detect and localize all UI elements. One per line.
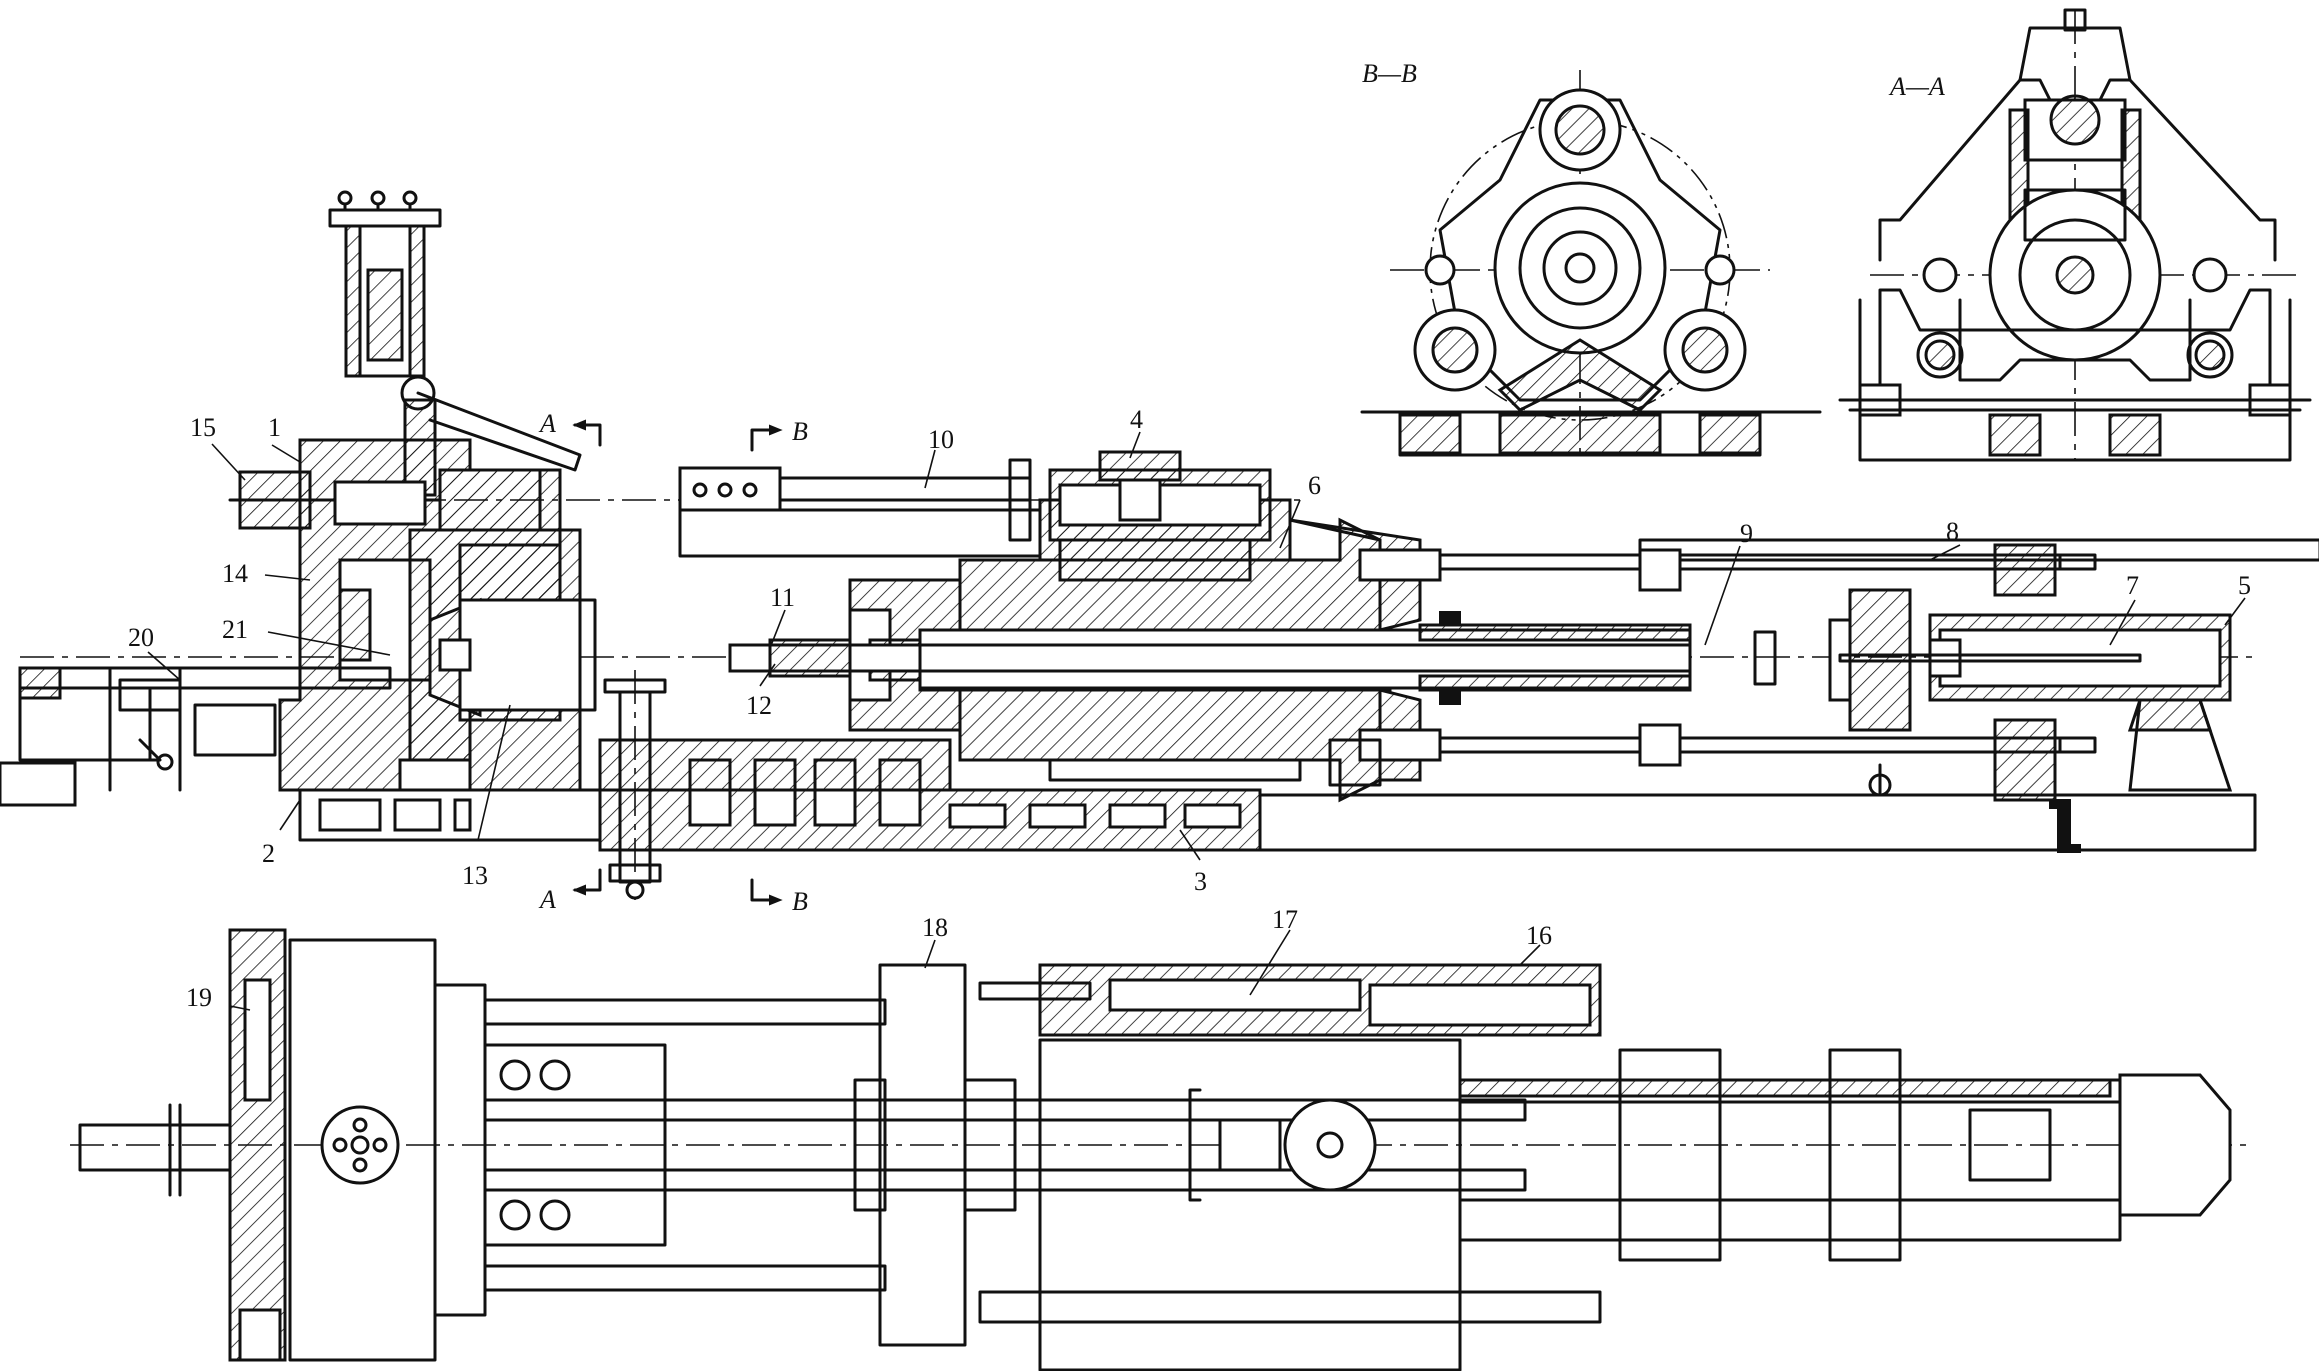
main-section-view: A A B B [0,190,2319,916]
label-18: 18 [922,913,948,942]
section-aa-title: A—A [1888,72,1945,101]
section-aa-view: A—A [1838,8,2312,462]
section-bb-view: B—B [1360,59,1822,457]
label-9: 9 [1740,519,1753,548]
label-11: 11 [770,583,795,612]
label-3: 3 [1194,867,1207,896]
section-a-bottom-label: A [538,885,556,914]
vertical-stop [603,670,667,900]
label-6: 6 [1308,471,1321,500]
label-5: 5 [2238,571,2251,600]
label-14: 14 [222,559,248,588]
label-21: 21 [222,615,248,644]
upper-rod-cylinder [678,450,1272,582]
part-labels: 1 2 3 4 5 6 7 8 9 10 11 12 13 14 15 16 1 [128,405,2251,1012]
feed-device [0,666,392,807]
mandrel-ram [728,611,1692,705]
section-b-bottom-label: B [792,887,808,916]
plan-view [70,928,2250,1371]
section-b-top-label: B [792,417,808,446]
container-holder [408,528,582,792]
section-marker-a: A A [538,409,602,914]
label-8: 8 [1946,517,1959,546]
label-7: 7 [2126,571,2139,600]
label-16: 16 [1526,921,1552,950]
section-a-top-label: A [538,409,556,438]
label-20: 20 [128,623,154,652]
label-1: 1 [268,413,281,442]
base-frame [298,738,2257,853]
section-bb-title: B—B [1362,59,1417,88]
label-19: 19 [186,983,212,1012]
label-15: 15 [190,413,216,442]
label-13: 13 [462,861,488,890]
label-2: 2 [262,839,275,868]
label-17: 17 [1272,905,1298,934]
section-marker-b: B B [750,417,808,916]
label-4: 4 [1130,405,1143,434]
label-10: 10 [928,425,954,454]
crosshead-assembly [1438,538,2319,802]
vertical-cylinder [328,190,582,497]
label-12: 12 [746,691,772,720]
